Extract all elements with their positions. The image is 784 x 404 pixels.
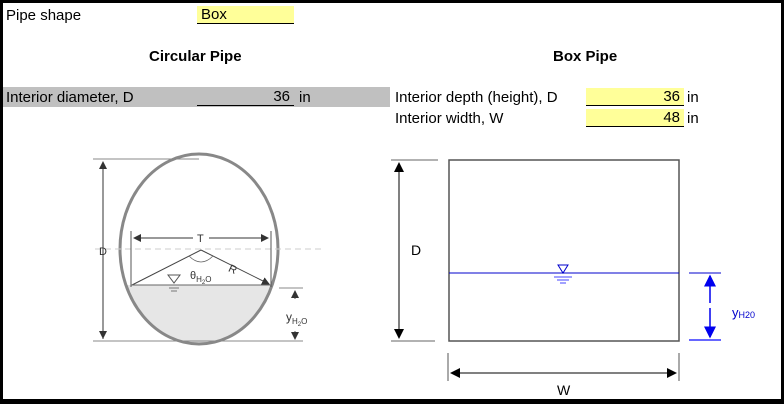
interior-width-label: Interior width, W [395,110,504,127]
interior-diameter-unit: in [299,89,311,106]
interior-width-unit: in [687,110,699,127]
pipe-shape-input[interactable]: Box [197,6,294,24]
circular-pipe-heading: Circular Pipe [149,48,242,65]
interior-depth-input[interactable]: 36 [586,88,684,106]
interior-diameter-input[interactable]: 36 [197,88,294,106]
interior-width-input[interactable]: 48 [586,109,684,127]
circular-pipe-diagram: D T R θH2O yH2O [93,152,323,346]
svg-text:yH20: yH20 [732,305,755,320]
box-pipe-heading: Box Pipe [553,48,618,65]
worksheet: Pipe shape Box Circular Pipe Box Pipe In… [3,3,781,399]
circular-disabled-band [3,87,390,107]
svg-text:W: W [557,382,571,398]
box-pipe-diagram: D yH20 W [391,159,755,398]
svg-text:D: D [411,242,421,258]
interior-diameter-label: Interior diameter, D [6,89,134,106]
svg-text:T: T [197,233,204,245]
interior-depth-unit: in [687,89,699,106]
svg-text:D: D [99,246,107,258]
interior-depth-label: Interior depth (height), D [395,89,558,106]
pipe-shape-label: Pipe shape [6,7,82,24]
